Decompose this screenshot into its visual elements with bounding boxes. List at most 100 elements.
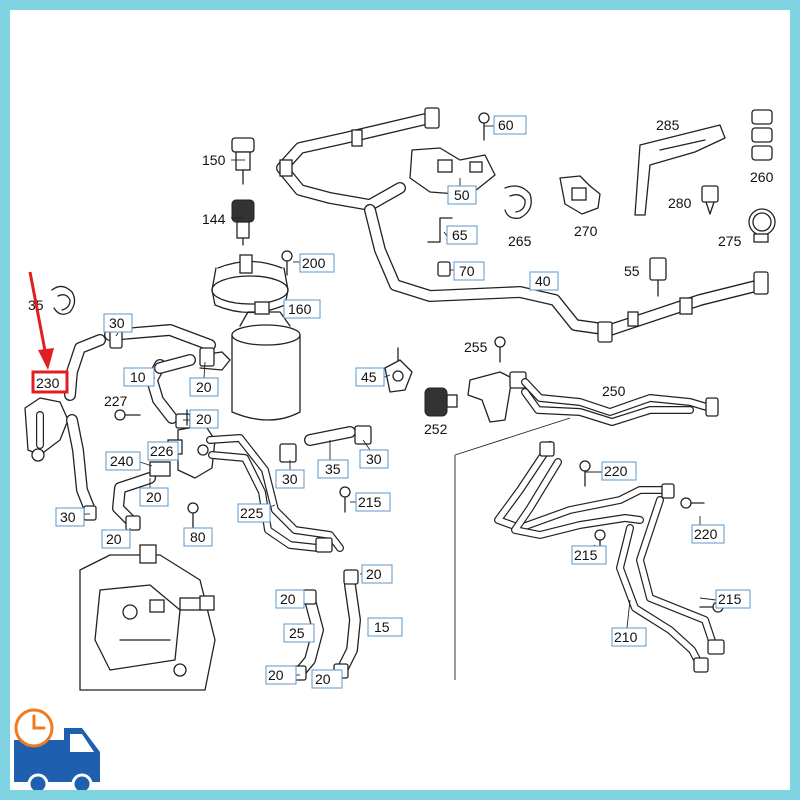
- callout-45: 45: [355, 367, 385, 387]
- callout-35: 35: [317, 459, 349, 479]
- part-260-clip: [751, 109, 773, 161]
- callout-210: 210: [611, 627, 647, 647]
- callout-label: 215: [358, 494, 382, 510]
- part-252-pump: [424, 387, 458, 417]
- label-285: 285: [656, 117, 680, 133]
- callout-label: 215: [718, 591, 742, 607]
- callout-220-a: 220: [601, 461, 637, 481]
- leader-lines: [84, 125, 717, 678]
- callout-50: 50: [447, 185, 477, 205]
- callout-label: 40: [535, 273, 551, 289]
- part-265-clip: [504, 185, 532, 219]
- callout-220-b: 220: [691, 524, 725, 544]
- callout-label: 60: [498, 117, 514, 133]
- callout-225: 225: [237, 503, 271, 523]
- callout-label: 50: [454, 187, 470, 203]
- callout-20-b: 20: [189, 409, 219, 429]
- part-280-connector: [701, 185, 719, 215]
- fuel-line-parts-diagram: 30 230 10 20 20 226 240 20 30 20 80 225 …: [14, 107, 776, 790]
- callout-label: 70: [459, 263, 475, 279]
- callout-label: 200: [302, 255, 326, 271]
- label-55: 55: [624, 263, 640, 279]
- parts-artwork: [24, 107, 776, 691]
- callout-240: 240: [105, 451, 141, 471]
- callout-label: 20: [146, 489, 162, 505]
- callout-25: 25: [283, 623, 315, 643]
- part-55-connector: [649, 257, 667, 297]
- callout-label: 15: [374, 619, 390, 635]
- callout-215-c: 215: [715, 589, 751, 609]
- callout-20-f: 20: [275, 589, 305, 609]
- highlight-arrow: [28, 271, 54, 370]
- callout-20-e: 20: [361, 564, 393, 584]
- part-144-heater-element: [231, 199, 255, 246]
- label-150: 150: [202, 152, 226, 168]
- part-210-return-lines: [494, 441, 725, 673]
- part-250-hose: [467, 371, 719, 426]
- callout-230-highlighted[interactable]: 230: [31, 370, 69, 394]
- group-leader-line: [454, 417, 571, 456]
- callout-label: 20: [268, 667, 284, 683]
- callout-10: 10: [123, 367, 155, 387]
- part-65-clip: [427, 217, 453, 243]
- callout-30-d: 30: [359, 449, 389, 469]
- part-70-clip: [437, 261, 451, 277]
- callout-200: 200: [299, 253, 335, 273]
- callout-label: 226: [150, 443, 174, 459]
- label-275: 275: [718, 233, 742, 249]
- callout-label: 20: [106, 531, 122, 547]
- callout-30-c: 30: [275, 469, 305, 489]
- label-227: 227: [104, 393, 128, 409]
- callout-30-b: 30: [55, 507, 85, 527]
- callout-label: 20: [196, 411, 212, 427]
- callout-20-a: 20: [189, 377, 219, 397]
- part-255-bolt: [494, 336, 506, 363]
- label-252: 252: [424, 421, 448, 437]
- part-200-bolt: [281, 250, 293, 276]
- callout-15: 15: [367, 617, 403, 637]
- label-250: 250: [602, 383, 626, 399]
- part-40-fuel-line: [276, 107, 769, 343]
- callout-label: 240: [110, 453, 134, 469]
- part-230-connector: [24, 397, 69, 462]
- part-275-clamp: [748, 208, 776, 243]
- part-80-bolt: [187, 502, 199, 529]
- part-220-bolt-b: [680, 497, 705, 509]
- callout-20-g: 20: [265, 665, 297, 685]
- callout-160: 160: [283, 299, 321, 319]
- callout-label: 65: [452, 227, 468, 243]
- part-270-clip: [559, 175, 601, 215]
- callout-label: 220: [604, 463, 628, 479]
- part-150-sensor: [231, 137, 255, 185]
- callout-label: 20: [315, 671, 331, 687]
- callout-label: 20: [196, 379, 212, 395]
- callout-215-b: 215: [571, 545, 607, 565]
- part-10-hose: [64, 324, 216, 531]
- label-260: 260: [750, 169, 774, 185]
- part-227-bolt: [114, 409, 141, 421]
- callout-label: 220: [694, 526, 718, 542]
- label-265: 265: [508, 233, 532, 249]
- callout-label: 80: [190, 529, 206, 545]
- callout-20-c: 20: [139, 487, 169, 507]
- callout-label: 30: [109, 315, 125, 331]
- callout-label: 45: [361, 369, 377, 385]
- callout-65: 65: [446, 225, 478, 245]
- callout-label: 160: [288, 301, 312, 317]
- callout-label: 210: [614, 629, 638, 645]
- callout-label: 225: [240, 505, 264, 521]
- callout-215-a: 215: [355, 492, 391, 512]
- part-35-clip: [51, 285, 76, 315]
- callout-20-h: 20: [311, 669, 343, 689]
- callout-label: 30: [60, 509, 76, 525]
- high-pressure-pump: [79, 544, 216, 691]
- delivery-truck-logo: [14, 708, 100, 790]
- callout-40: 40: [529, 271, 559, 291]
- label-255: 255: [464, 339, 488, 355]
- callout-label: 215: [574, 547, 598, 563]
- callout-label: 30: [282, 471, 298, 487]
- callout-label: 20: [280, 591, 296, 607]
- callout-label: 30: [366, 451, 382, 467]
- part-45-valve: [384, 347, 413, 393]
